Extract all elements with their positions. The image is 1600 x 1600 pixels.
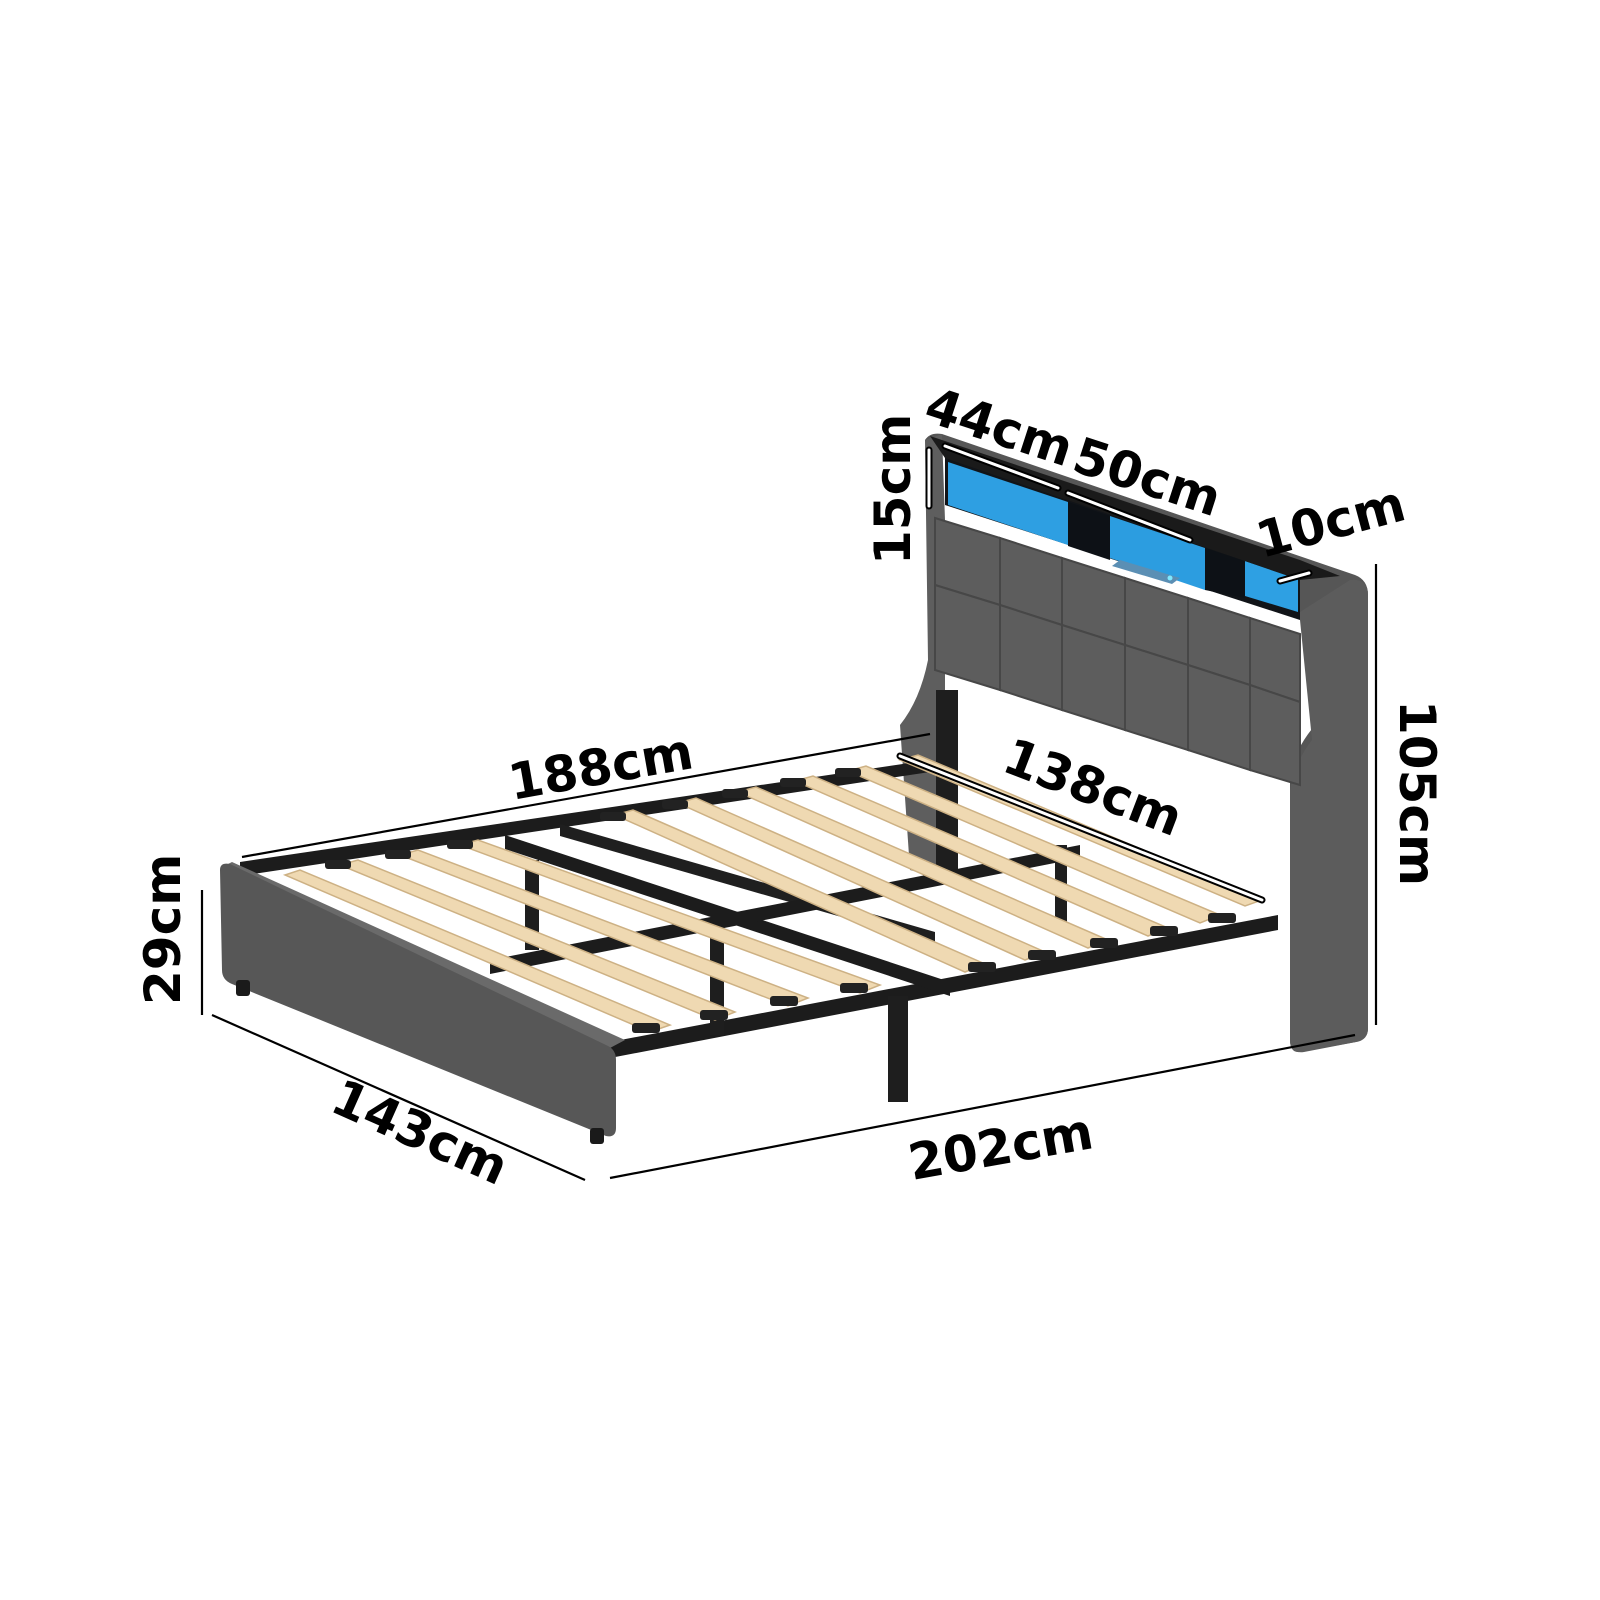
dimension-lines	[200, 442, 1378, 1182]
shelf-compartment-middle	[1110, 516, 1205, 590]
footboard-front	[220, 863, 616, 1137]
footboard-foot	[236, 980, 250, 996]
tufted-panels	[934, 516, 1301, 787]
label-inner-length: 188cm	[504, 722, 697, 811]
headboard-right-wing	[1290, 579, 1368, 1053]
bed-frame	[240, 754, 1278, 1102]
usb-charging-module	[1112, 560, 1180, 584]
label-shelf-depth: 10cm	[1250, 474, 1411, 569]
wooden-slats	[282, 754, 1265, 1033]
footboard-foot	[590, 1128, 604, 1144]
slat-end-caps	[325, 768, 1236, 1033]
support-leg	[888, 996, 908, 1102]
shelf-divider	[1205, 548, 1245, 598]
label-shelf-height: 15cm	[864, 414, 922, 565]
shelf-top-ledge	[930, 436, 1340, 580]
shelf-compartment-left	[948, 462, 1068, 545]
headboard	[900, 433, 1368, 1053]
label-side-rail-height: 29cm	[134, 854, 192, 1005]
shelf-compartment-right	[1245, 561, 1298, 612]
label-headboard-height: 105cm	[1388, 700, 1446, 886]
charging-indicator-light	[1167, 575, 1173, 581]
footboard	[220, 862, 625, 1144]
shelf-divider	[1068, 502, 1110, 560]
